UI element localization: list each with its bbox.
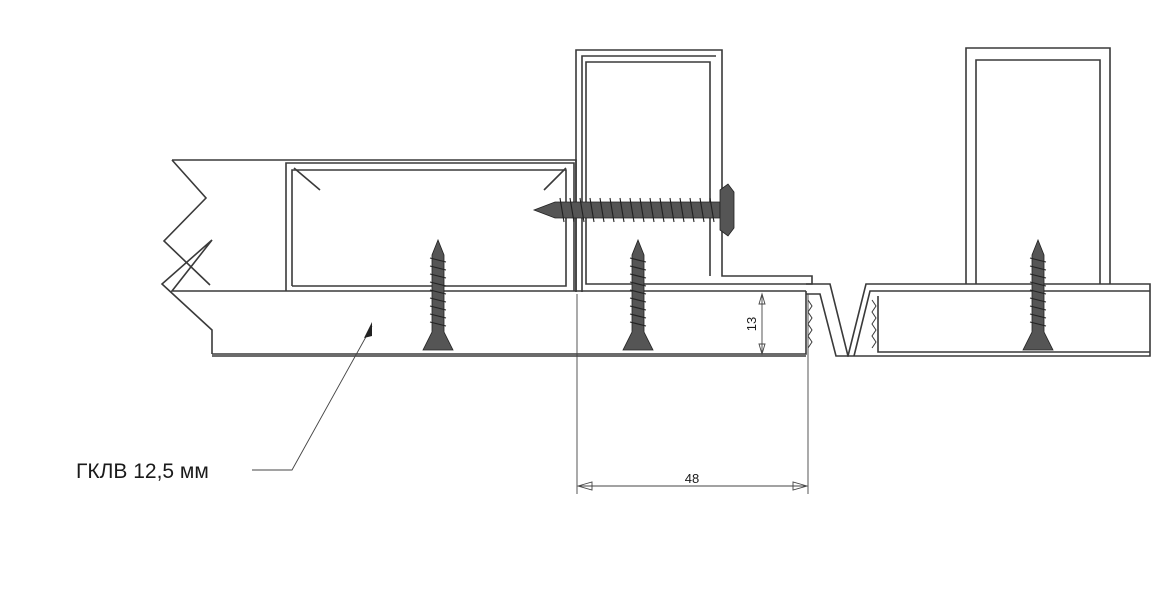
screw-horizontal	[532, 183, 735, 237]
left-board-edge	[806, 283, 850, 357]
right-board	[846, 283, 1151, 357]
screw-center	[622, 238, 654, 351]
dim-width-label: 48	[685, 471, 699, 486]
dimension-thickness	[758, 292, 766, 356]
board-leader-line	[252, 322, 373, 471]
dimension-width	[576, 294, 809, 494]
left-stud-profile	[285, 162, 575, 291]
screw-left	[422, 238, 454, 351]
center-stud-profile	[575, 49, 813, 292]
right-stud-profile	[965, 47, 1111, 284]
board-label: ГКЛВ 12,5 мм	[76, 460, 209, 483]
dim-thickness-label: 13	[744, 317, 759, 331]
screw-right	[1022, 238, 1054, 351]
